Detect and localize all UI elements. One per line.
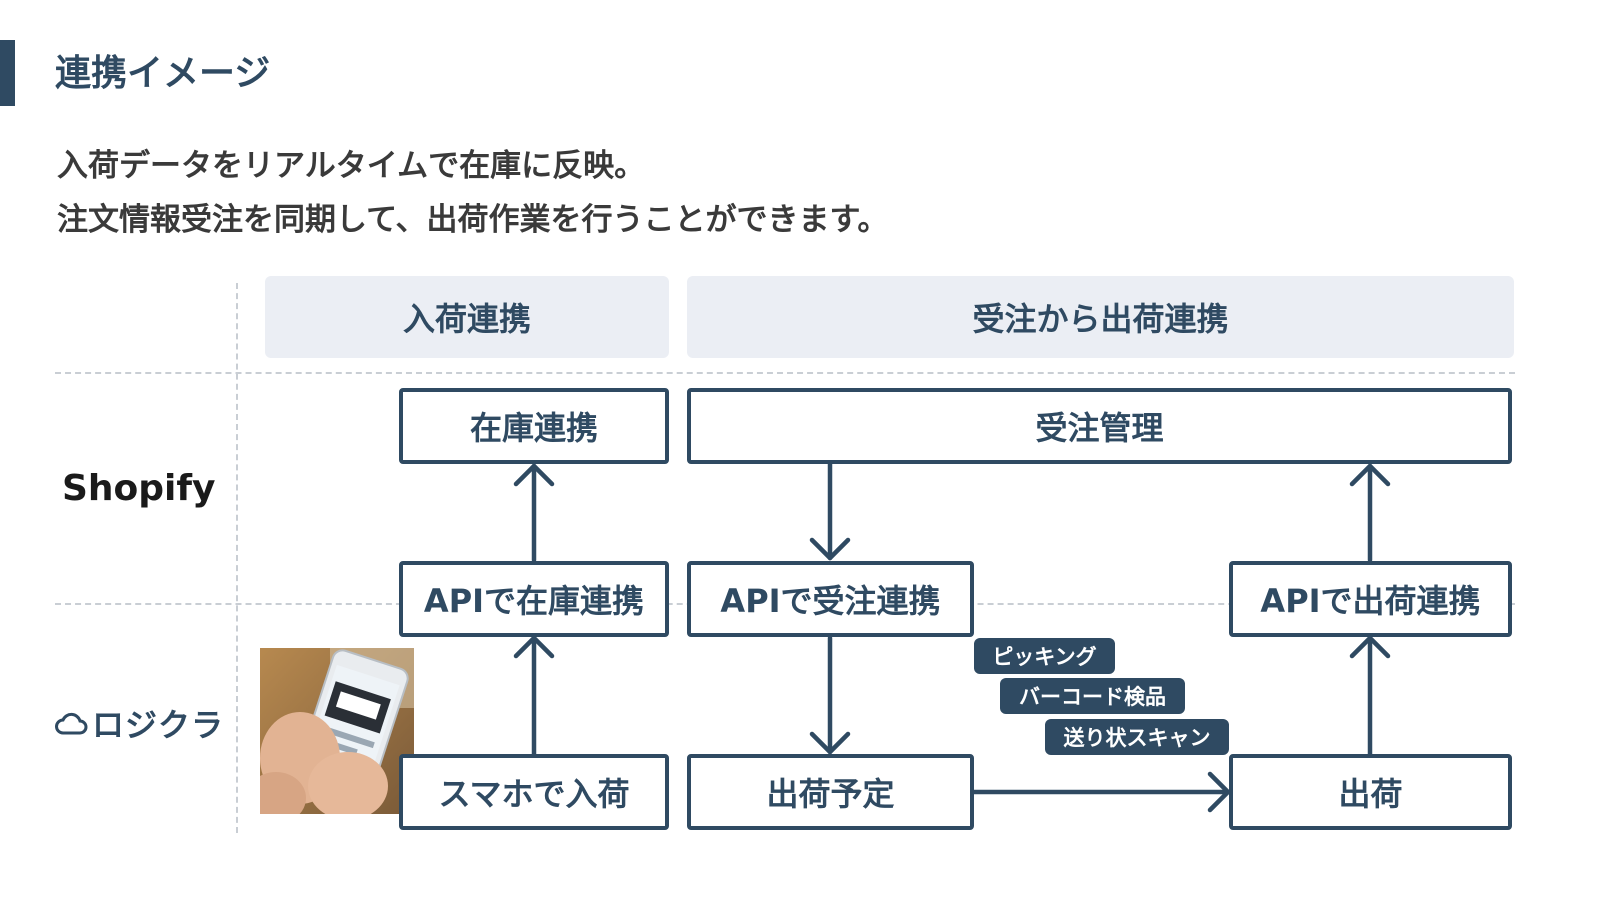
description-line-2: 注文情報受注を同期して、出荷作業を行うことができます。: [57, 202, 889, 238]
phase-header-order-to-ship: 受注から出荷連携: [687, 276, 1514, 358]
tag-picking: ピッキング: [974, 638, 1115, 674]
smartphone-scan-photo: [260, 648, 414, 814]
box-smartphone-inbound: スマホで入荷: [399, 754, 669, 830]
box-api-shipping: APIで出荷連携: [1229, 561, 1512, 637]
row-label-divider: [236, 283, 238, 833]
row-label-shopify: Shopify: [62, 468, 216, 509]
logizard-logo: ロジクラ: [54, 700, 224, 746]
cloud-icon: [55, 712, 88, 735]
box-shipping-plan: 出荷予定: [687, 754, 974, 830]
logo-text: ロジクラ: [92, 706, 225, 744]
tag-label-scan: 送り状スキャン: [1045, 719, 1229, 755]
box-inventory-sync: 在庫連携: [399, 388, 669, 464]
header-divider: [55, 372, 1515, 374]
title-accent-bar: [0, 40, 15, 106]
description-line-1: 入荷データをリアルタイムで在庫に反映。: [57, 148, 646, 184]
tag-barcode-inspection: バーコード検品: [1000, 678, 1185, 714]
box-shipping: 出荷: [1229, 754, 1512, 830]
box-api-order: APIで受注連携: [687, 561, 974, 637]
page-title: 連携イメージ: [55, 53, 271, 94]
box-api-inventory: APIで在庫連携: [399, 561, 669, 637]
box-order-management: 受注管理: [687, 388, 1512, 464]
phase-header-inbound: 入荷連携: [265, 276, 669, 358]
